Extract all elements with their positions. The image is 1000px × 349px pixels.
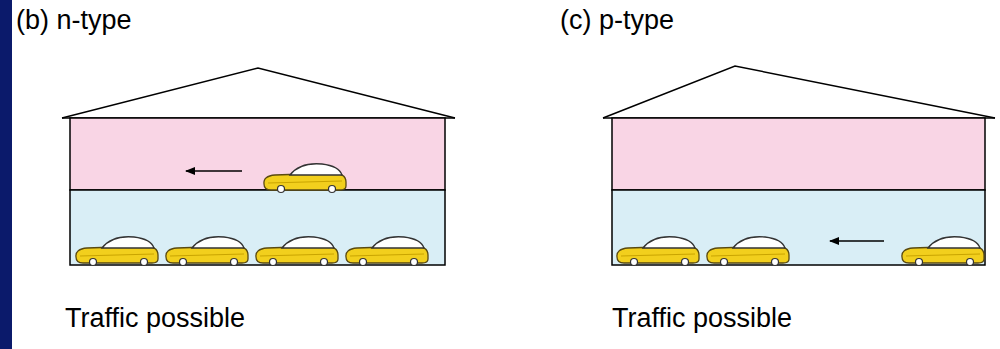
house-n-type: [62, 68, 455, 266]
house-figure: (b) n-typeTraffic possible: [14, 0, 464, 345]
panel-heading: (c) p-type: [560, 4, 674, 36]
side-strip: [0, 0, 12, 349]
house-p-type: [603, 66, 995, 266]
panel-caption: Traffic possible: [612, 302, 792, 334]
panel-caption: Traffic possible: [65, 302, 245, 334]
panel-heading: (b) n-type: [16, 4, 132, 36]
house-figure: (c) p-typeTraffic possible: [556, 0, 996, 345]
